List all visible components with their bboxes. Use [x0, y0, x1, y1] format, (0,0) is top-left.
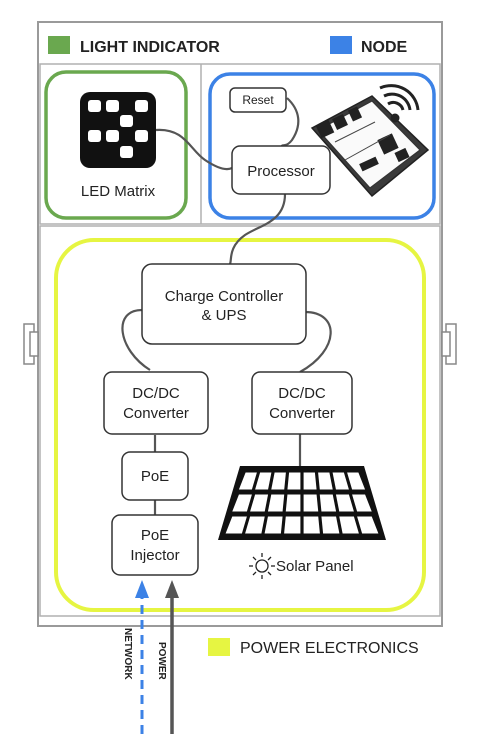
- power-cable-label: POWER: [156, 642, 167, 681]
- reset-label: Reset: [242, 93, 274, 107]
- dcdc-right-label-line2: Converter: [269, 405, 335, 422]
- solar-cell: [321, 516, 340, 534]
- network-cable: [135, 580, 149, 734]
- left-hinge: [23, 323, 39, 365]
- dcdc-right-label-line1: DC/DC: [278, 385, 326, 402]
- wiring: [121, 97, 332, 515]
- legend-light-indicator-label: LIGHT INDICATOR: [80, 39, 220, 56]
- enclosure-bottom-compartment: [39, 225, 441, 617]
- legend-swatch-light-indicator: [48, 36, 70, 54]
- processor-board-icon: [310, 84, 430, 198]
- poe-injector-label-line2: Injector: [130, 547, 179, 564]
- poe-injector-label-line1: PoE: [141, 527, 169, 544]
- solar-panel-label: Solar Panel: [276, 558, 354, 575]
- solar-cell: [318, 472, 333, 490]
- right-hinge: [441, 323, 457, 365]
- solar-cell: [225, 516, 247, 534]
- power-cable: [165, 580, 179, 734]
- dcdc-left-label-line2: Converter: [123, 405, 189, 422]
- solar-cell: [245, 516, 265, 534]
- legend-swatch-power-electronics: [208, 638, 230, 656]
- enclosure-top-compartment: [39, 63, 441, 225]
- processor-label: Processor: [247, 163, 315, 180]
- wire-charge-dcdc-right: [299, 310, 332, 373]
- legend-power-electronics-label: POWER ELECTRONICS: [240, 640, 419, 657]
- solar-cell: [339, 516, 359, 534]
- solar-cell: [287, 472, 301, 490]
- processor-block: [231, 145, 331, 195]
- poe-block: [121, 451, 189, 501]
- poe-injector-block: [111, 514, 199, 576]
- wire-processor-charge: [228, 193, 287, 265]
- network-cable-label: NETWORK: [122, 628, 133, 680]
- led-matrix-label: LED Matrix: [81, 183, 156, 200]
- solar-cell: [303, 472, 317, 490]
- charge-controller-label-line1: Charge Controller: [165, 288, 283, 305]
- solar-cell: [285, 494, 301, 512]
- wire-charge-dcdc-left: [121, 308, 151, 371]
- solar-panel-icon: [218, 466, 386, 540]
- solar-cell: [232, 494, 252, 512]
- dcdc-left-label-line1: DC/DC: [132, 385, 180, 402]
- wire-led-processor: [155, 128, 233, 171]
- solar-cell: [271, 472, 286, 490]
- led-matrix-icon: [80, 92, 156, 168]
- solar-cell: [303, 516, 320, 534]
- dcdc-converter-right-block: [251, 371, 353, 435]
- light-indicator-group: [44, 70, 188, 220]
- solar-cell: [238, 472, 257, 490]
- reset-button-block: [229, 87, 287, 113]
- dcdc-converter-left-block: [103, 371, 209, 435]
- solar-cell: [352, 494, 372, 512]
- solar-cell: [319, 494, 337, 512]
- charge-controller-label-line2: & UPS: [201, 307, 246, 324]
- solar-cell: [284, 516, 301, 534]
- solar-cell: [255, 472, 272, 490]
- solar-cell: [357, 516, 379, 534]
- solar-cell: [267, 494, 285, 512]
- legend-node-label: NODE: [361, 39, 408, 56]
- solar-cell: [332, 472, 349, 490]
- solar-cell: [303, 494, 319, 512]
- solar-cell: [347, 472, 366, 490]
- solar-cell: [264, 516, 283, 534]
- charge-controller-block: [141, 263, 307, 345]
- solar-cell: [250, 494, 269, 512]
- solar-cell: [335, 494, 354, 512]
- legend-swatch-node: [330, 36, 352, 54]
- poe-label: PoE: [141, 468, 169, 485]
- node-group: [208, 72, 436, 220]
- sun-icon: [249, 553, 275, 579]
